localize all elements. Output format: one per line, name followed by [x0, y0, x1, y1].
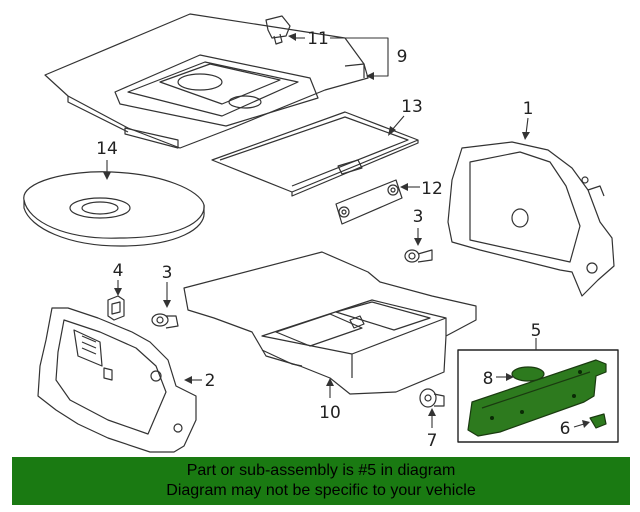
exploded-parts-diagram: 1 2 3 3 4 5 6 7 8 9 10 11 12 13 14	[23, 13, 619, 453]
compartment-floor-part-10[interactable]	[183, 251, 477, 395]
callout-7: 7	[427, 431, 438, 451]
highlighted-clip-part-8[interactable]	[511, 366, 545, 382]
callout-5: 5	[531, 321, 542, 341]
callout-10: 10	[319, 403, 341, 423]
highlighted-clip-part-6[interactable]	[589, 413, 607, 429]
leader-lines	[103, 33, 590, 428]
quarter-trim-panel-part-1[interactable]	[447, 141, 615, 297]
clip-part-4[interactable]	[107, 295, 125, 321]
push-retainer-part-3-upper[interactable]	[404, 249, 433, 263]
callout-12: 12	[421, 179, 443, 199]
callout-13: 13	[401, 97, 423, 117]
callout-8: 8	[483, 369, 494, 389]
callout-1: 1	[523, 99, 534, 119]
banner-line-disclaimer: Diagram may not be specific to your vehi…	[166, 482, 476, 499]
callout-6: 6	[560, 419, 571, 439]
callout-4: 4	[113, 261, 124, 281]
callout-3-upper: 3	[413, 207, 424, 227]
push-retainer-part-3-lower[interactable]	[151, 313, 179, 329]
info-banner: Part or sub-assembly is #5 in diagram Di…	[12, 457, 630, 505]
callout-14: 14	[96, 139, 118, 159]
push-retainer-part-7[interactable]	[419, 388, 445, 408]
bracket-part-12[interactable]	[335, 179, 403, 225]
callout-2: 2	[205, 371, 216, 391]
clip-part-11[interactable]	[265, 15, 291, 45]
quarter-trim-panel-part-2[interactable]	[37, 307, 197, 453]
load-floor-panel-part-13[interactable]	[211, 111, 419, 197]
banner-line-subassembly: Part or sub-assembly is #5 in diagram	[186, 462, 456, 479]
highlighted-panel-part-5[interactable]	[467, 359, 607, 437]
callout-9: 9	[397, 47, 408, 67]
callout-3-lower: 3	[162, 263, 173, 283]
floor-panel-part-9[interactable]	[44, 13, 369, 149]
spare-tire-cover-part-14[interactable]	[23, 171, 205, 247]
callout-numbers: 1 2 3 3 4 5 6 7 8 9 10 11 12 13 14	[96, 29, 570, 451]
callout-11: 11	[307, 29, 329, 49]
